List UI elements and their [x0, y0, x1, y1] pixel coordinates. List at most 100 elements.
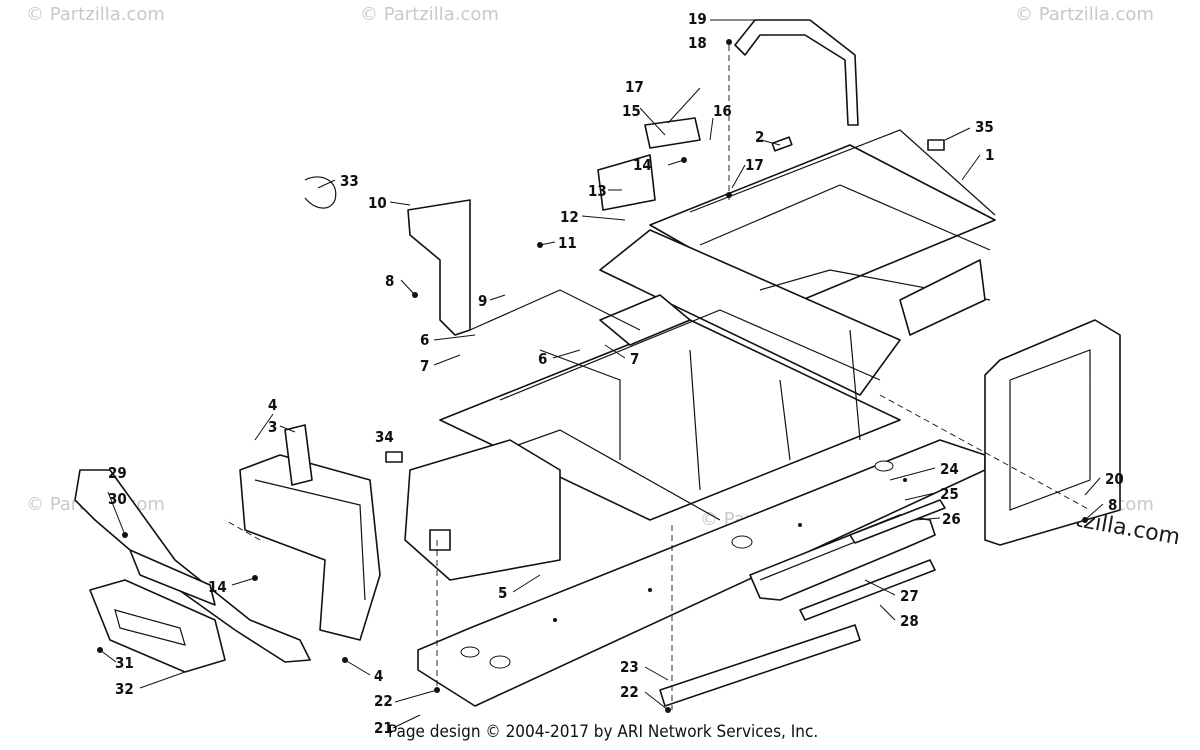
leader-line [904, 492, 936, 501]
leader-line [279, 425, 296, 433]
frame-dash-rail [469, 289, 641, 331]
leader-line [99, 649, 117, 663]
front-frame-3 [239, 424, 381, 641]
skid-plate-hole [460, 646, 480, 658]
leader-line [667, 87, 701, 124]
callout-5: 5 [498, 584, 507, 602]
frame-mid-rail [499, 309, 881, 401]
leader-line [552, 349, 581, 359]
leader-line [760, 139, 781, 146]
leader-line [254, 413, 274, 441]
callout-22: 22 [620, 683, 639, 701]
callout-26: 26 [942, 510, 961, 528]
callout-29: 29 [108, 464, 127, 482]
skid-plate-hole [489, 655, 511, 669]
main-frame [404, 129, 996, 581]
leader-line [731, 164, 746, 189]
callout-7: 7 [420, 357, 429, 375]
callout-20: 20 [1105, 470, 1124, 488]
frame-center-bracket [599, 294, 691, 346]
leader-line [709, 117, 714, 141]
leader-line [961, 154, 981, 181]
decal-34 [385, 451, 403, 463]
leader-line [944, 127, 971, 141]
side-panel-20-shape [984, 319, 1121, 546]
callout-30: 30 [108, 490, 127, 508]
leader-line [864, 579, 896, 596]
watermark-top-left: © Partzilla.com [26, 4, 165, 25]
side-panel-20-inner [1009, 349, 1091, 511]
callout-18: 18 [688, 34, 707, 52]
callout-31: 31 [115, 654, 134, 672]
bumper-29-shape [74, 469, 311, 663]
callout-21: 21 [374, 719, 393, 737]
leader-line [914, 517, 941, 521]
leader-line [1084, 503, 1104, 521]
leader-line [400, 279, 416, 296]
callout-14: 14 [208, 578, 227, 596]
front-frame-3-inner [254, 479, 366, 601]
plate-2 [771, 136, 793, 152]
bolt-8 [412, 292, 418, 298]
leader-line [644, 691, 669, 711]
callout-13: 13 [588, 182, 607, 200]
rocker-panel [749, 499, 946, 621]
frame-post [689, 349, 701, 491]
nut-11 [537, 242, 543, 248]
callout-11: 11 [558, 234, 577, 252]
callout-28: 28 [900, 612, 919, 630]
frame-brace [539, 349, 621, 460]
rocker-trim [849, 499, 946, 544]
callout-7: 7 [630, 350, 639, 368]
nut-18 [726, 39, 732, 45]
nut-22 [434, 687, 440, 693]
ring-33 [304, 176, 337, 209]
callout-35: 35 [975, 118, 994, 136]
callout-1: 1 [985, 146, 994, 164]
callout-27: 27 [900, 587, 919, 605]
frame-front-nose [404, 439, 561, 581]
bolt-8-side [1082, 517, 1088, 523]
bolt-31 [97, 647, 103, 653]
callout-22: 22 [374, 692, 393, 710]
callout-34: 34 [375, 428, 394, 446]
bolt-4-lower [342, 657, 348, 663]
guide-lines [224, 45, 1091, 710]
watermark-top-center: © Partzilla.com [360, 4, 499, 25]
ring-33-shape [304, 176, 337, 209]
leader-line [317, 179, 336, 189]
leader-line [489, 294, 506, 301]
tow-receiver [429, 529, 451, 551]
callout-4: 4 [374, 667, 383, 685]
leader-line [1084, 477, 1101, 496]
upper-brackets [597, 19, 945, 211]
fascia-32-shape [89, 579, 226, 673]
skid-plate-bolt-hole [903, 478, 907, 482]
nut-17 [726, 192, 732, 198]
leader-line [392, 714, 421, 729]
callout-19: 19 [688, 10, 707, 28]
frame-rear-bracket [899, 259, 986, 336]
callout-32: 32 [115, 680, 134, 698]
leader-line [433, 334, 476, 341]
leader-line [879, 604, 896, 621]
callout-8: 8 [385, 272, 394, 290]
left-post-10 [407, 199, 471, 336]
post-10-shape [407, 199, 471, 336]
fascia-32-grille [114, 609, 186, 646]
rear-skid-plate-shape [659, 624, 861, 707]
skid-plate-hole [731, 535, 753, 549]
callout-17: 17 [745, 156, 764, 174]
callout-24: 24 [940, 460, 959, 478]
bumper-29-cross [129, 549, 216, 606]
leader-line [433, 354, 461, 366]
skid-plate-bolt-hole [553, 618, 557, 622]
callout-10: 10 [368, 194, 387, 212]
front-bumper-29 [74, 469, 311, 663]
leader-lines [99, 19, 1104, 729]
footer-copyright: Page design © 2004-2017 by ARI Network S… [388, 722, 819, 742]
leader-line [344, 659, 371, 676]
decal-35 [927, 139, 945, 151]
hardware [97, 39, 1088, 713]
